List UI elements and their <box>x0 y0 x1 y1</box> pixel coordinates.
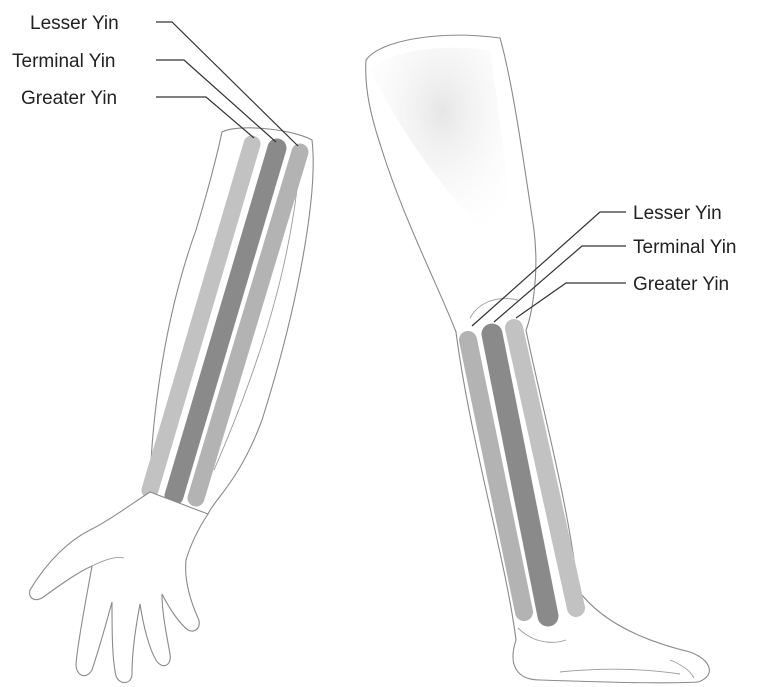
leg-label-terminal-yin: Terminal Yin <box>633 237 737 258</box>
arm-label-terminal-yin: Terminal Yin <box>12 51 116 72</box>
hand-outline <box>30 492 208 683</box>
leg-label-greater-yin: Greater Yin <box>633 274 729 295</box>
arm-label-greater-yin: Greater Yin <box>21 88 117 109</box>
arm-leader-lesser-yin <box>156 22 298 146</box>
arm-leaders <box>156 22 298 146</box>
leg-illustration <box>366 35 710 683</box>
leg-label-lesser-yin: Lesser Yin <box>633 203 722 224</box>
arm-label-lesser-yin: Lesser Yin <box>30 13 119 34</box>
forearm-illustration <box>30 128 314 683</box>
